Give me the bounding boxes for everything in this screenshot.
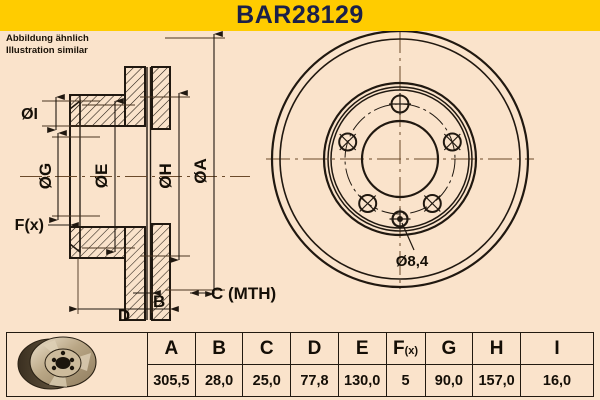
- header-label: H: [489, 337, 504, 359]
- table-header-fx: F(x): [385, 332, 426, 365]
- friction-ring-circle-mid: [327, 86, 473, 232]
- dimension-c-mth: C (MTH): [190, 284, 276, 303]
- table-value-fx: 5: [385, 364, 426, 397]
- label-dia-i: ØI: [21, 106, 38, 123]
- technical-drawing: ØI ØG ØE ØH: [15, 31, 534, 322]
- bolt-hole: [358, 194, 378, 213]
- section-friction-ring-lower: [151, 223, 171, 321]
- table-header-i: I: [520, 332, 594, 365]
- dimension-table: A B C D E F(x) G H I 305,5 28,0 25,0 77,…: [6, 332, 594, 397]
- bolt-pitch-circle: [344, 103, 456, 215]
- bolt-hole: [338, 132, 358, 152]
- table-header-d: D: [290, 332, 339, 365]
- drain-hole: [389, 208, 411, 230]
- dimension-d: D: [69, 258, 179, 322]
- disc-outer-edge-circle: [279, 38, 521, 280]
- header-label: A: [164, 337, 179, 359]
- bolt-hole: [389, 93, 411, 115]
- note-line-en: Illustration similar: [6, 44, 88, 56]
- header-label: E: [355, 337, 369, 359]
- dimension-dia-g: ØG: [36, 130, 100, 223]
- dimension-dia-h: ØH: [140, 90, 190, 263]
- header-sublabel: (x): [404, 344, 419, 357]
- label-hole-diameter: Ø8,4: [396, 253, 429, 270]
- dimension-dia-e: ØE: [82, 98, 135, 255]
- dimension-dia-i: ØI: [21, 94, 100, 133]
- title-banner: BAR28129: [0, 0, 600, 31]
- table-value-c: 25,0: [242, 364, 292, 397]
- brake-disc-photo: [17, 336, 97, 390]
- label-c-mth: C (MTH): [211, 284, 276, 303]
- bolt-hole: [422, 194, 442, 213]
- label-f-x: F(x): [15, 217, 44, 234]
- table-header-c: C: [242, 332, 292, 365]
- hub-bore-circle: [360, 119, 440, 199]
- table-value-d: 77,8: [290, 364, 339, 397]
- table-header-row: A B C D E F(x) G H I: [6, 332, 594, 397]
- table-value-row: 305,5 28,0 25,0 77,8 130,0 5 90,0 157,0 …: [7, 364, 594, 397]
- table-value-b: 28,0: [194, 364, 244, 397]
- label-dia-g: ØG: [36, 163, 55, 189]
- table-value-a: 305,5: [147, 364, 196, 397]
- header-label: D: [307, 337, 322, 359]
- table-value-e: 130,0: [337, 364, 387, 397]
- table-value-g: 90,0: [424, 364, 474, 397]
- front-view: Ø8,4: [266, 31, 534, 289]
- section-friction-ring-upper: [151, 66, 171, 130]
- dimension-hole-diameter: Ø8,4: [396, 222, 429, 270]
- cross-section-view: ØI ØG ØE ØH: [15, 31, 276, 322]
- friction-ring-circle-outer: [322, 81, 478, 237]
- table-header-e: E: [337, 332, 387, 365]
- label-dia-a: ØA: [191, 158, 210, 184]
- table-header-a: A: [147, 332, 196, 365]
- table-header-g: G: [424, 332, 474, 365]
- table-header-b: B: [194, 332, 244, 365]
- bolt-hole: [442, 132, 462, 152]
- table-header-h: H: [472, 332, 521, 365]
- page-title: BAR28129: [236, 1, 364, 29]
- header-label: F: [392, 337, 405, 359]
- label-d: D: [118, 306, 130, 322]
- header-label: I: [554, 337, 560, 359]
- header-label: B: [212, 337, 226, 359]
- note-line-de: Abbildung ähnlich: [6, 33, 89, 44]
- disc-outer-circle: [270, 31, 530, 289]
- section-hub-neck-upper: [124, 66, 146, 127]
- dimension-dia-a: ØA: [165, 31, 225, 297]
- label-dia-e: ØE: [92, 164, 111, 189]
- table-value-h: 157,0: [472, 364, 521, 397]
- dimension-f-x: F(x): [15, 217, 79, 234]
- illustration-similar-note: Abbildung ähnlich Illustration similar: [6, 33, 89, 56]
- label-b: B: [153, 292, 165, 311]
- table-value-i: 16,0: [520, 364, 594, 397]
- section-hub-neck-lower: [124, 226, 146, 321]
- header-label: C: [259, 337, 274, 359]
- label-dia-h: ØH: [156, 163, 175, 189]
- header-label: G: [441, 337, 457, 359]
- thumbnail-cell: [6, 332, 148, 397]
